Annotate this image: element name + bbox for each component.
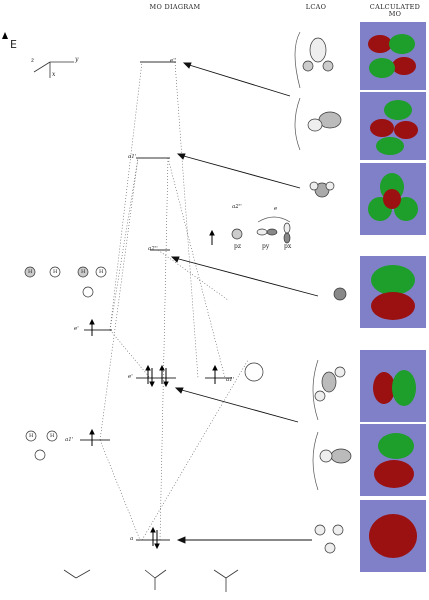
mo-label-a2: a2''	[148, 246, 158, 252]
h-label-2: H	[53, 269, 58, 275]
calc-mo-panel-7	[360, 500, 426, 572]
calc-mo-panel-4	[360, 256, 426, 328]
h3-label-a1-prime: a1'	[65, 437, 74, 443]
calc-mo-panel-1	[360, 22, 426, 90]
axis-y-label: y	[75, 56, 79, 63]
mo-label-a-bottom: a	[130, 536, 134, 542]
h-label-3: H	[81, 269, 86, 275]
electron-arrows	[89, 229, 218, 550]
boron-orbitals	[231, 222, 291, 382]
h-label-5: H	[29, 433, 34, 439]
boron-label-a2: a2''	[232, 204, 242, 210]
correlation-lines	[99, 61, 249, 541]
boron-label-px: px	[284, 243, 292, 250]
boron-label-e: e	[274, 206, 278, 212]
calculated-header-line2: MO	[388, 10, 402, 18]
boron-label-a1: a1'	[226, 377, 235, 383]
calculated-header-line1: CALCULATED	[369, 3, 421, 11]
lcao-brackets	[257, 31, 319, 491]
boron-label-pz: pz	[234, 243, 242, 250]
h-label-6: H	[50, 433, 55, 439]
h-label-1: H	[28, 269, 33, 275]
calc-mo-panel-2	[360, 92, 426, 160]
axis-x-label: x	[52, 71, 56, 78]
h3-fragments	[24, 266, 107, 461]
mo-levels	[80, 61, 232, 541]
calc-mo-panel-6	[360, 424, 426, 496]
mo-diagram-header: MO DIAGRAM	[149, 3, 201, 11]
mo-label-a1-upper: a1'	[128, 154, 137, 160]
calculated-mo-header: CALCULATED MO	[362, 4, 428, 18]
mo-label-e-prime: e'	[128, 374, 133, 380]
lcao-arrows	[170, 62, 319, 544]
h-label-4: H	[99, 269, 104, 275]
molecule-sketches	[63, 569, 239, 592]
energy-axis-label: E	[10, 38, 17, 51]
boron-label-py: py	[262, 243, 270, 250]
calc-mo-panel-5	[360, 350, 426, 422]
calc-mo-panel-3	[360, 163, 426, 235]
h3-label-e-prime: e'	[74, 326, 79, 332]
lcao-orbitals	[302, 37, 352, 554]
coordinate-axes	[33, 61, 74, 78]
energy-arrow	[2, 32, 8, 39]
mo-label-e-double-prime: e''	[170, 58, 177, 64]
axis-z-label: z	[31, 57, 35, 64]
lcao-header: LCAO	[305, 3, 327, 11]
